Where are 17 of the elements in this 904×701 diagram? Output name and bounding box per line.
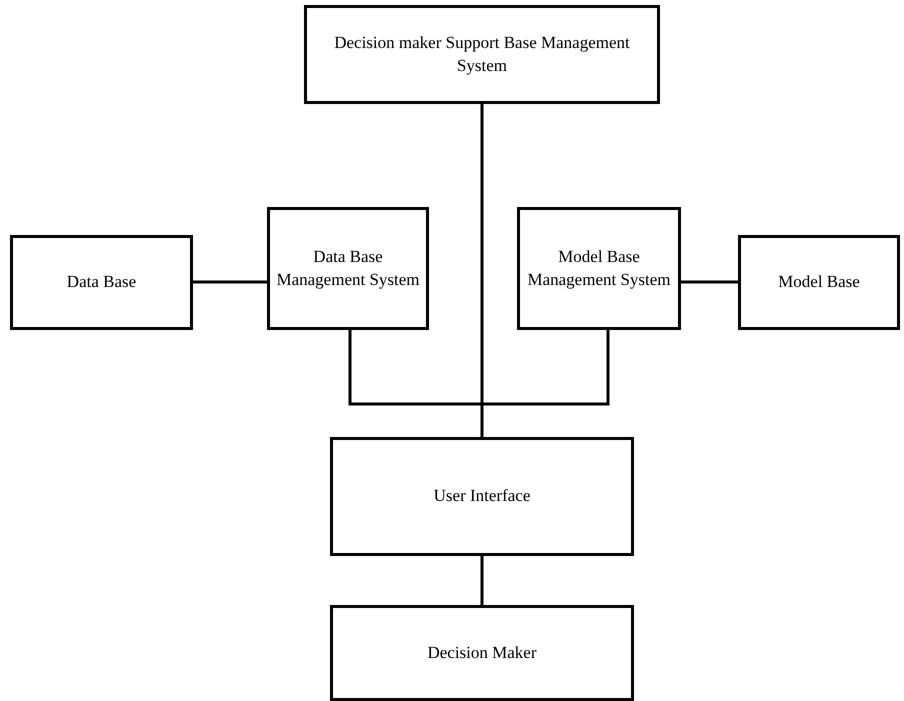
process-box bbox=[330, 605, 634, 701]
box-label: Data Base Management System bbox=[276, 246, 420, 291]
process-box bbox=[10, 235, 193, 330]
process-box bbox=[738, 235, 900, 330]
process-box bbox=[330, 437, 634, 556]
connector-line bbox=[681, 280, 738, 284]
box-label: User Interface bbox=[434, 485, 530, 508]
connector-line bbox=[193, 280, 267, 284]
box-label: Model Base Management System bbox=[526, 246, 672, 291]
connector-line bbox=[480, 556, 484, 605]
process-box bbox=[517, 207, 681, 330]
box-label: Decision maker Support Base Management System bbox=[333, 32, 631, 77]
box-label: Data Base bbox=[66, 271, 136, 294]
box-label: Decision Maker bbox=[427, 642, 537, 664]
process-box bbox=[267, 207, 429, 330]
process-box bbox=[304, 5, 660, 104]
box-label: Model Base bbox=[778, 271, 860, 294]
